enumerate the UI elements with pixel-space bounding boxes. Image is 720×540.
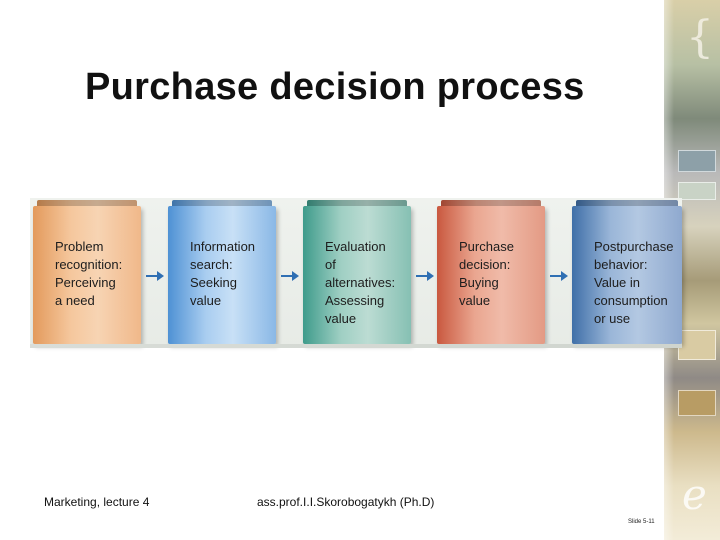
slide-title: Purchase decision process (85, 66, 585, 108)
step-problem-recognition: Problem recognition: Perceiving a need (33, 206, 141, 344)
arrow-right-icon (550, 271, 568, 281)
swirl-decoration-icon: e (682, 470, 707, 519)
process-diagram: Problem recognition: Perceiving a need I… (30, 198, 682, 348)
footer-course: Marketing, lecture 4 (44, 495, 150, 509)
arrow-right-icon (281, 271, 299, 281)
step-evaluation-of-alternatives: Evaluation of alternatives: Assessing va… (303, 206, 411, 344)
step-information-search: Information search: Seeking value (168, 206, 276, 344)
decorative-tile (678, 182, 716, 200)
step-postpurchase-behavior: Postpurchase behavior: Value in consumpt… (572, 206, 682, 344)
footer-author: ass.prof.I.I.Skorobogatykh (Ph.D) (257, 495, 435, 509)
step-label: Information search: Seeking value (190, 239, 256, 308)
decorative-tile (678, 390, 716, 416)
decorative-tile (678, 330, 716, 360)
step-purchase-decision: Purchase decision: Buying value (437, 206, 545, 344)
slide-number: Slide 5-11 (628, 519, 655, 525)
arrow-right-icon (146, 271, 164, 281)
step-label: Purchase decision: Buying value (459, 239, 514, 308)
decorative-tile (678, 150, 716, 172)
step-label: Problem recognition: Perceiving a need (55, 239, 123, 308)
brace-decoration-icon: { (686, 12, 714, 63)
step-label: Postpurchase behavior: Value in consumpt… (594, 239, 674, 326)
step-label: Evaluation of alternatives: Assessing va… (325, 239, 396, 326)
arrow-right-icon (416, 271, 434, 281)
